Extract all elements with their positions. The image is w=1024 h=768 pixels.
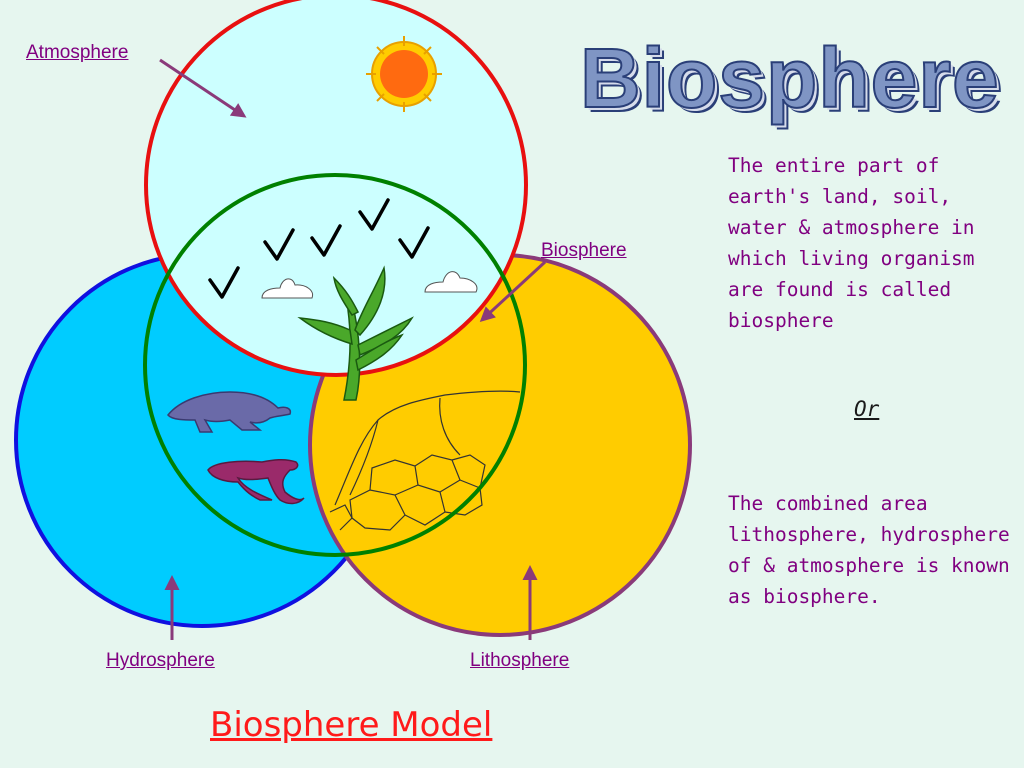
cloud-icon	[261, 271, 478, 299]
separator-or: Or	[854, 397, 880, 421]
plant-icon	[297, 265, 414, 401]
atmosphere-circle	[144, 0, 528, 377]
sun-icon	[366, 36, 442, 112]
hydrosphere-label: Hydrosphere	[106, 650, 215, 671]
bird-icon	[208, 198, 430, 299]
rocks-icon	[329, 390, 521, 531]
turtle-icon	[167, 391, 292, 433]
definition-text-1: The entire part of earth's land, soil, w…	[728, 154, 975, 332]
biosphere-circle	[143, 173, 527, 557]
page-title: Biosphere	[579, 30, 1000, 126]
arrow-icon	[159, 58, 547, 640]
atmosphere-label: Atmosphere	[26, 42, 129, 63]
definition-text-2: The combined area lithosphere, hydrosphe…	[728, 492, 1010, 608]
lithosphere-label: Lithosphere	[470, 650, 570, 671]
fish-icon	[207, 458, 305, 505]
biosphere-label: Biosphere	[541, 240, 627, 261]
model-title: Biosphere Model	[210, 705, 493, 745]
